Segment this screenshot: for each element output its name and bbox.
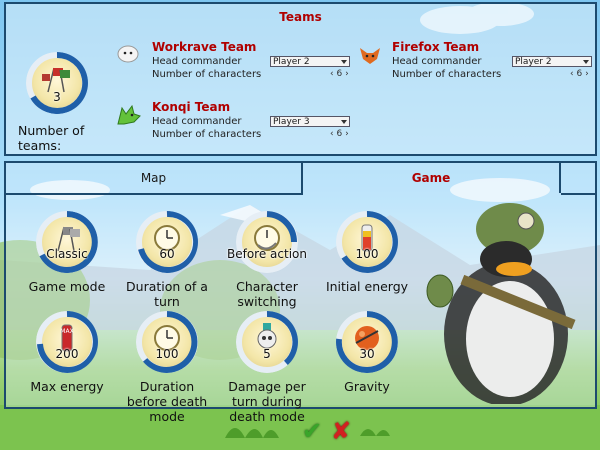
team-count-ring-icon — [26, 52, 88, 114]
team-card-workrave: Workrave Team Head commander Number of c… — [114, 38, 354, 80]
teams-panel: Teams 3 Number of teams: Workrave Team H… — [4, 2, 597, 156]
characters-spinner[interactable]: ‹ 6 › — [330, 69, 349, 79]
sheep-icon — [117, 45, 139, 63]
cancel-button[interactable]: ✘ — [331, 417, 352, 445]
head-commander-label: Head commander — [152, 116, 242, 127]
setting-knob[interactable]: 100 — [136, 311, 198, 373]
energy-bar-icon — [361, 224, 373, 252]
characters-value: 6 — [576, 69, 583, 79]
characters-label: Number of characters — [152, 69, 262, 80]
team-count-label: Number of teams: — [18, 123, 85, 153]
setting-value: 60 — [159, 247, 175, 261]
team-count-knob[interactable]: 3 — [26, 52, 88, 114]
ok-button[interactable]: ✔ — [302, 417, 323, 445]
setting-label: Damage per turn during death mode — [228, 379, 306, 424]
setting-label: Duration before death mode — [126, 379, 208, 424]
setting-knob[interactable]: 30 — [336, 311, 398, 373]
setting-label: Character switching — [236, 279, 298, 309]
tab-game-label: Game — [411, 171, 451, 185]
fox-icon — [360, 48, 380, 64]
head-commander-label: Head commander — [152, 56, 242, 67]
penguin-mascot-image — [426, 203, 576, 404]
setting-value: Before action — [227, 247, 307, 261]
setting-value: 200 — [55, 347, 79, 361]
characters-value: 6 — [336, 69, 343, 79]
svg-text:MAX: MAX — [60, 328, 73, 335]
head-commander-select[interactable]: Player 2 — [512, 56, 592, 67]
flags-icon — [42, 67, 70, 93]
setting-knob[interactable]: 60 — [136, 211, 198, 273]
tab-map-label: Map — [140, 171, 167, 185]
team-name: Workrave Team — [152, 40, 257, 54]
team-count-value: 3 — [53, 90, 61, 104]
clock-arrow-icon — [254, 225, 280, 251]
knob-ring-icon — [336, 311, 398, 373]
knob-ring-icon — [136, 211, 198, 273]
setting-knob[interactable]: Classic — [36, 211, 98, 273]
setting-knob[interactable]: MAX 200 — [36, 311, 98, 373]
knob-ring-icon — [36, 211, 98, 273]
team-name: Firefox Team — [392, 40, 480, 54]
setting-label: Max energy — [30, 379, 104, 394]
head-commander-select[interactable]: Player 2 — [270, 56, 350, 67]
setting-value: Classic — [46, 247, 88, 261]
head-commander-select[interactable]: Player 3 — [270, 116, 350, 127]
knob-ring-icon — [236, 211, 298, 273]
setting-knob[interactable]: 100 — [336, 211, 398, 273]
max-energy-icon: MAX — [60, 324, 74, 352]
team-card-konqi: Konqi Team Head commander Number of char… — [114, 98, 354, 140]
team-name: Konqi Team — [152, 100, 231, 114]
dragon-icon — [117, 104, 141, 125]
skull-icon — [257, 323, 277, 349]
characters-label: Number of characters — [152, 129, 262, 140]
tab-spacer — [561, 163, 595, 195]
clock-icon — [154, 325, 180, 351]
setting-label: Duration of a turn — [126, 279, 208, 309]
setting-value: 100 — [355, 247, 379, 261]
clock-icon — [154, 225, 180, 251]
characters-label: Number of characters — [392, 69, 502, 80]
planet-icon — [355, 326, 379, 350]
setting-value: 30 — [359, 347, 375, 361]
tab-game[interactable]: Game — [303, 163, 561, 193]
characters-spinner[interactable]: ‹ 6 › — [570, 69, 589, 79]
setting-value: 100 — [155, 347, 179, 361]
setting-knob[interactable]: Before action — [227, 211, 307, 273]
flags-icon — [57, 226, 80, 252]
characters-spinner[interactable]: ‹ 6 › — [330, 129, 349, 139]
setting-label: Game mode — [28, 279, 106, 294]
knob-ring-icon — [36, 311, 98, 373]
characters-value: 6 — [336, 129, 343, 139]
teams-title: Teams — [279, 10, 322, 24]
setting-knob[interactable]: 5 — [236, 311, 298, 373]
head-commander-label: Head commander — [392, 56, 482, 67]
setting-value: 5 — [263, 347, 271, 361]
knob-ring-icon — [236, 311, 298, 373]
team-card-firefox: Firefox Team Head commander Number of ch… — [354, 38, 594, 80]
setting-label: Initial energy — [325, 279, 409, 294]
tab-map[interactable]: Map — [6, 163, 303, 195]
knob-ring-icon — [136, 311, 198, 373]
setting-label: Gravity — [344, 379, 390, 394]
knob-ring-icon — [336, 211, 398, 273]
